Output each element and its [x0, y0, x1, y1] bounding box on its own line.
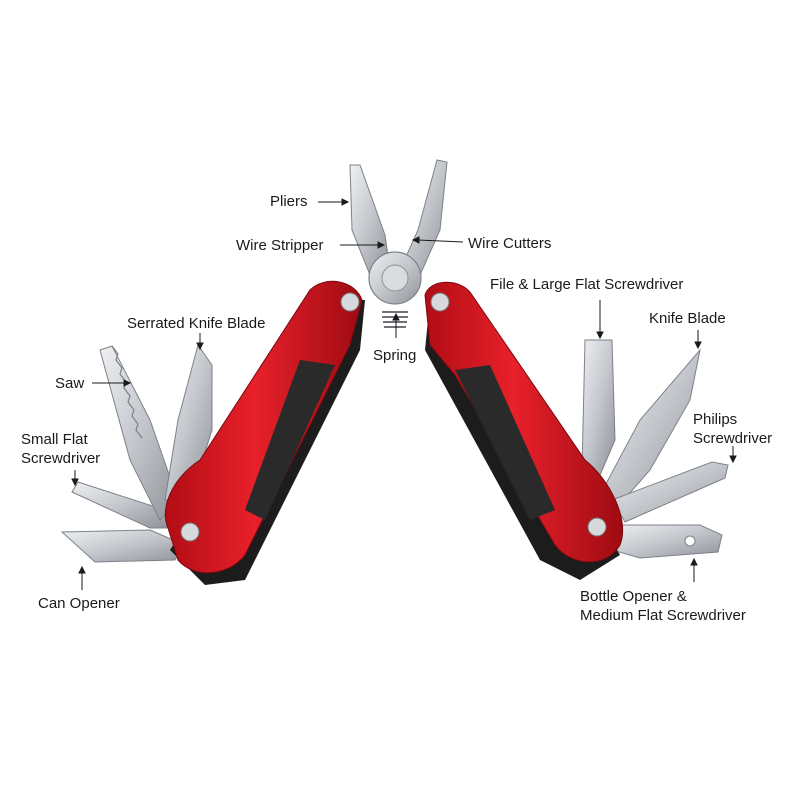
label-philips-screwdriver: Philips Screwdriver: [693, 410, 772, 448]
label-philips-line2: Screwdriver: [693, 430, 773, 447]
pliers-head: [349, 159, 448, 328]
right-handle: [424, 281, 624, 580]
spring-coils: [382, 311, 408, 328]
saw-teeth: [111, 345, 143, 439]
philips-screwdriver-blade: [611, 461, 729, 523]
label-wire-stripper: Wire Stripper: [236, 237, 324, 254]
label-pliers: Pliers: [270, 193, 308, 210]
label-knife-blade: Knife Blade: [649, 310, 726, 327]
can-opener-blade: [60, 529, 186, 563]
label-philips-line1: Philips: [693, 411, 738, 428]
file-blade: [581, 339, 616, 476]
label-spring: Spring: [373, 347, 417, 364]
small-flat-screwdriver-blade: [71, 481, 171, 529]
right-tools: [581, 339, 729, 559]
label-file-large-flat-screwdriver: File & Large Flat Screwdriver: [490, 276, 684, 293]
label-can-opener: Can Opener: [38, 595, 120, 612]
label-bottle-opener-medium-flat-screwdriver: Bottle Opener & Medium Flat Screwdriver: [580, 587, 746, 625]
callout-arrows: [71, 198, 737, 590]
label-serrated-knife-blade: Serrated Knife Blade: [127, 315, 266, 332]
label-small-flat-line2: Screwdriver: [21, 450, 101, 467]
label-small-flat-screwdriver: Small Flat Screwdriver: [21, 430, 100, 468]
label-wire-cutters: Wire Cutters: [468, 235, 552, 252]
bottle-opener-blade: [609, 524, 723, 559]
label-bottle-line1: Bottle Opener &: [580, 588, 687, 605]
label-small-flat-line1: Small Flat: [21, 431, 88, 448]
label-saw: Saw: [55, 375, 85, 392]
left-handle: [164, 280, 365, 585]
label-bottle-line2: Medium Flat Screwdriver: [580, 607, 746, 624]
